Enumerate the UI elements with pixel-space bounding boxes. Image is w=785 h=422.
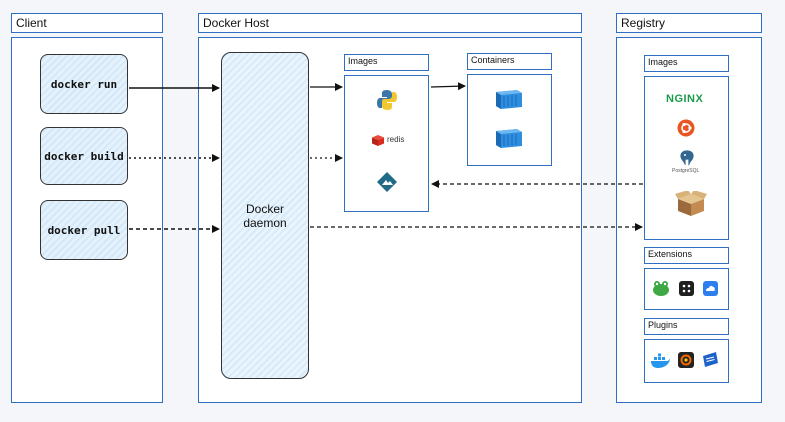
python-icon: [377, 90, 397, 110]
host-containers-title: Containers: [467, 53, 552, 70]
box-icon: [675, 191, 707, 216]
host-images-title: Images: [344, 54, 429, 71]
registry-extensions-title: Extensions: [644, 247, 729, 264]
docker-daemon[interactable]: Docker daemon: [221, 52, 309, 379]
registry-images-title: Images: [644, 55, 729, 72]
registry-title-text: Registry: [621, 16, 666, 30]
cloud-icon: [703, 281, 718, 296]
docker-pull-command[interactable]: docker pull: [40, 200, 128, 260]
postgresql-label: PostgreSQL: [672, 168, 700, 174]
container-icon: [496, 90, 522, 109]
registry-images-title-text: Images: [648, 57, 678, 67]
daemon-label-line2: daemon: [243, 215, 287, 230]
ubuntu-icon: [677, 119, 695, 137]
container-icon: [496, 129, 522, 148]
registry-plugins-title-text: Plugins: [648, 320, 678, 330]
docker-host-title: Docker Host: [198, 13, 582, 33]
registry-plugins-title: Plugins: [644, 318, 729, 335]
images-to-containers-arrow: [430, 82, 466, 91]
host-images-title-text: Images: [348, 56, 378, 66]
host-containers-title-text: Containers: [471, 55, 515, 65]
docker-run-label: docker run: [50, 77, 118, 91]
frog-icon: [653, 281, 669, 296]
docker-pull-label: docker pull: [47, 223, 121, 237]
docker-build-command[interactable]: docker build: [40, 127, 128, 185]
redis-label: redis: [387, 135, 405, 144]
registry-extensions-title-text: Extensions: [648, 249, 693, 259]
portainer-icon: [377, 172, 397, 192]
daemon-label-line1: Docker: [245, 201, 284, 216]
host-images-panel: [344, 75, 429, 212]
grafana-icon: [678, 352, 694, 368]
docker-host-title-text: Docker Host: [203, 16, 270, 30]
ext-icon: [703, 352, 718, 367]
registry-title: Registry: [616, 13, 762, 33]
host-containers-panel: [467, 74, 552, 166]
postgresql-icon: [679, 149, 695, 167]
docker-run-command[interactable]: docker run: [40, 54, 128, 114]
client-title-text: Client: [16, 16, 47, 30]
docker-build-label: docker build: [44, 149, 124, 163]
docker-whale-icon: [651, 353, 670, 368]
nginx-icon: NGINX: [666, 93, 704, 105]
client-title: Client: [11, 13, 163, 33]
redis-icon: [372, 135, 384, 146]
dots-icon: [679, 281, 694, 296]
